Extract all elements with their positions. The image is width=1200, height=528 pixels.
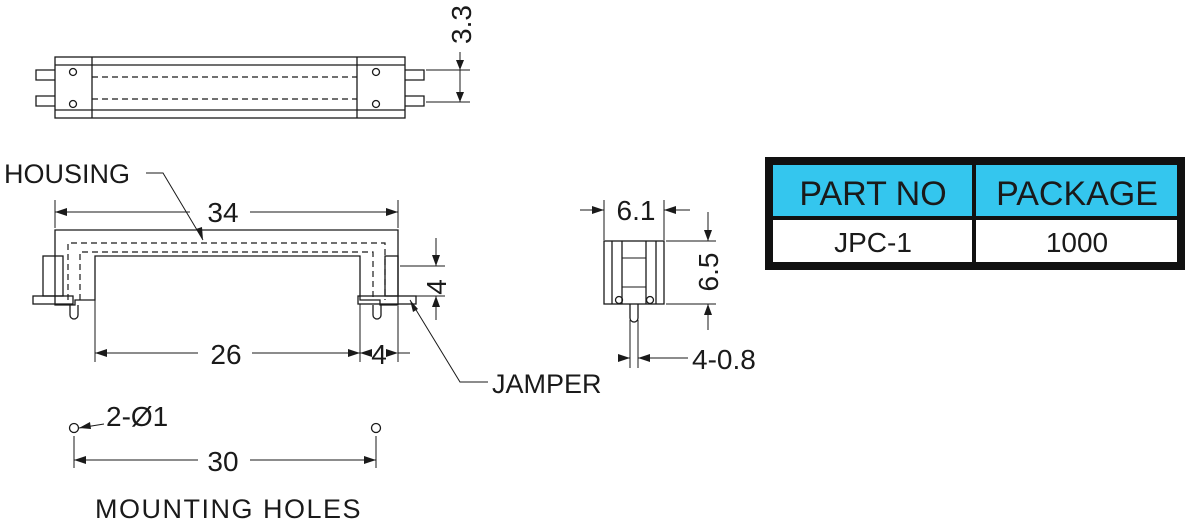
mounting-hole-left	[68, 422, 80, 434]
dimension-label-pin-offset: 4	[371, 339, 387, 370]
table-header-package: PACKAGE	[996, 175, 1158, 213]
dimension-label-side-height: 6.5	[693, 253, 724, 292]
dimension-inner-length: 26	[94, 300, 361, 370]
table-header-part-no: PART NO	[799, 175, 946, 213]
dimension-label-pin-height: 4	[421, 279, 452, 295]
dimension-overall-length: 34	[54, 197, 399, 228]
dimension-label-side-width: 6.1	[617, 195, 656, 226]
dimension-side-width: 6.1	[580, 195, 690, 240]
table-header-cell-package	[976, 165, 1177, 216]
dimension-label-top-height: 3.3	[446, 5, 477, 44]
dimension-side-height: 6.5	[666, 212, 724, 330]
housing-callout: HOUSING	[4, 159, 204, 241]
dimension-pin-offset: 4	[360, 306, 410, 370]
part-table: PART NO PACKAGE JPC-1 1000	[765, 157, 1185, 270]
dimension-top-height: 3.3	[426, 5, 477, 103]
side-view	[603, 240, 665, 323]
table-cell-part-no: JPC-1	[834, 227, 912, 258]
front-view	[32, 229, 417, 320]
jamper-label: JAMPER	[492, 369, 602, 399]
dimension-label-overall-length: 34	[207, 197, 238, 228]
dimension-label-inner-length: 26	[210, 339, 241, 370]
mounting-hole-right	[370, 422, 382, 434]
table-header-cell-part-no	[773, 165, 972, 216]
table-cell-package: 1000	[1046, 227, 1108, 258]
dimension-label-hole-spacing: 30	[207, 446, 238, 477]
mounting-holes-view: 2-Ø1 30 MOUNTING HOLES	[68, 401, 382, 524]
dimension-pin-height: 4	[400, 238, 452, 320]
holes-callout-label: 2-Ø1	[106, 401, 168, 432]
top-view	[35, 56, 425, 119]
jamper-callout: JAMPER	[409, 299, 602, 399]
dimension-pin-spec: 4-0.8	[618, 320, 756, 375]
mounting-holes-label: MOUNTING HOLES	[95, 494, 362, 524]
housing-label: HOUSING	[4, 159, 130, 189]
dimension-label-pin-spec: 4-0.8	[692, 344, 756, 375]
